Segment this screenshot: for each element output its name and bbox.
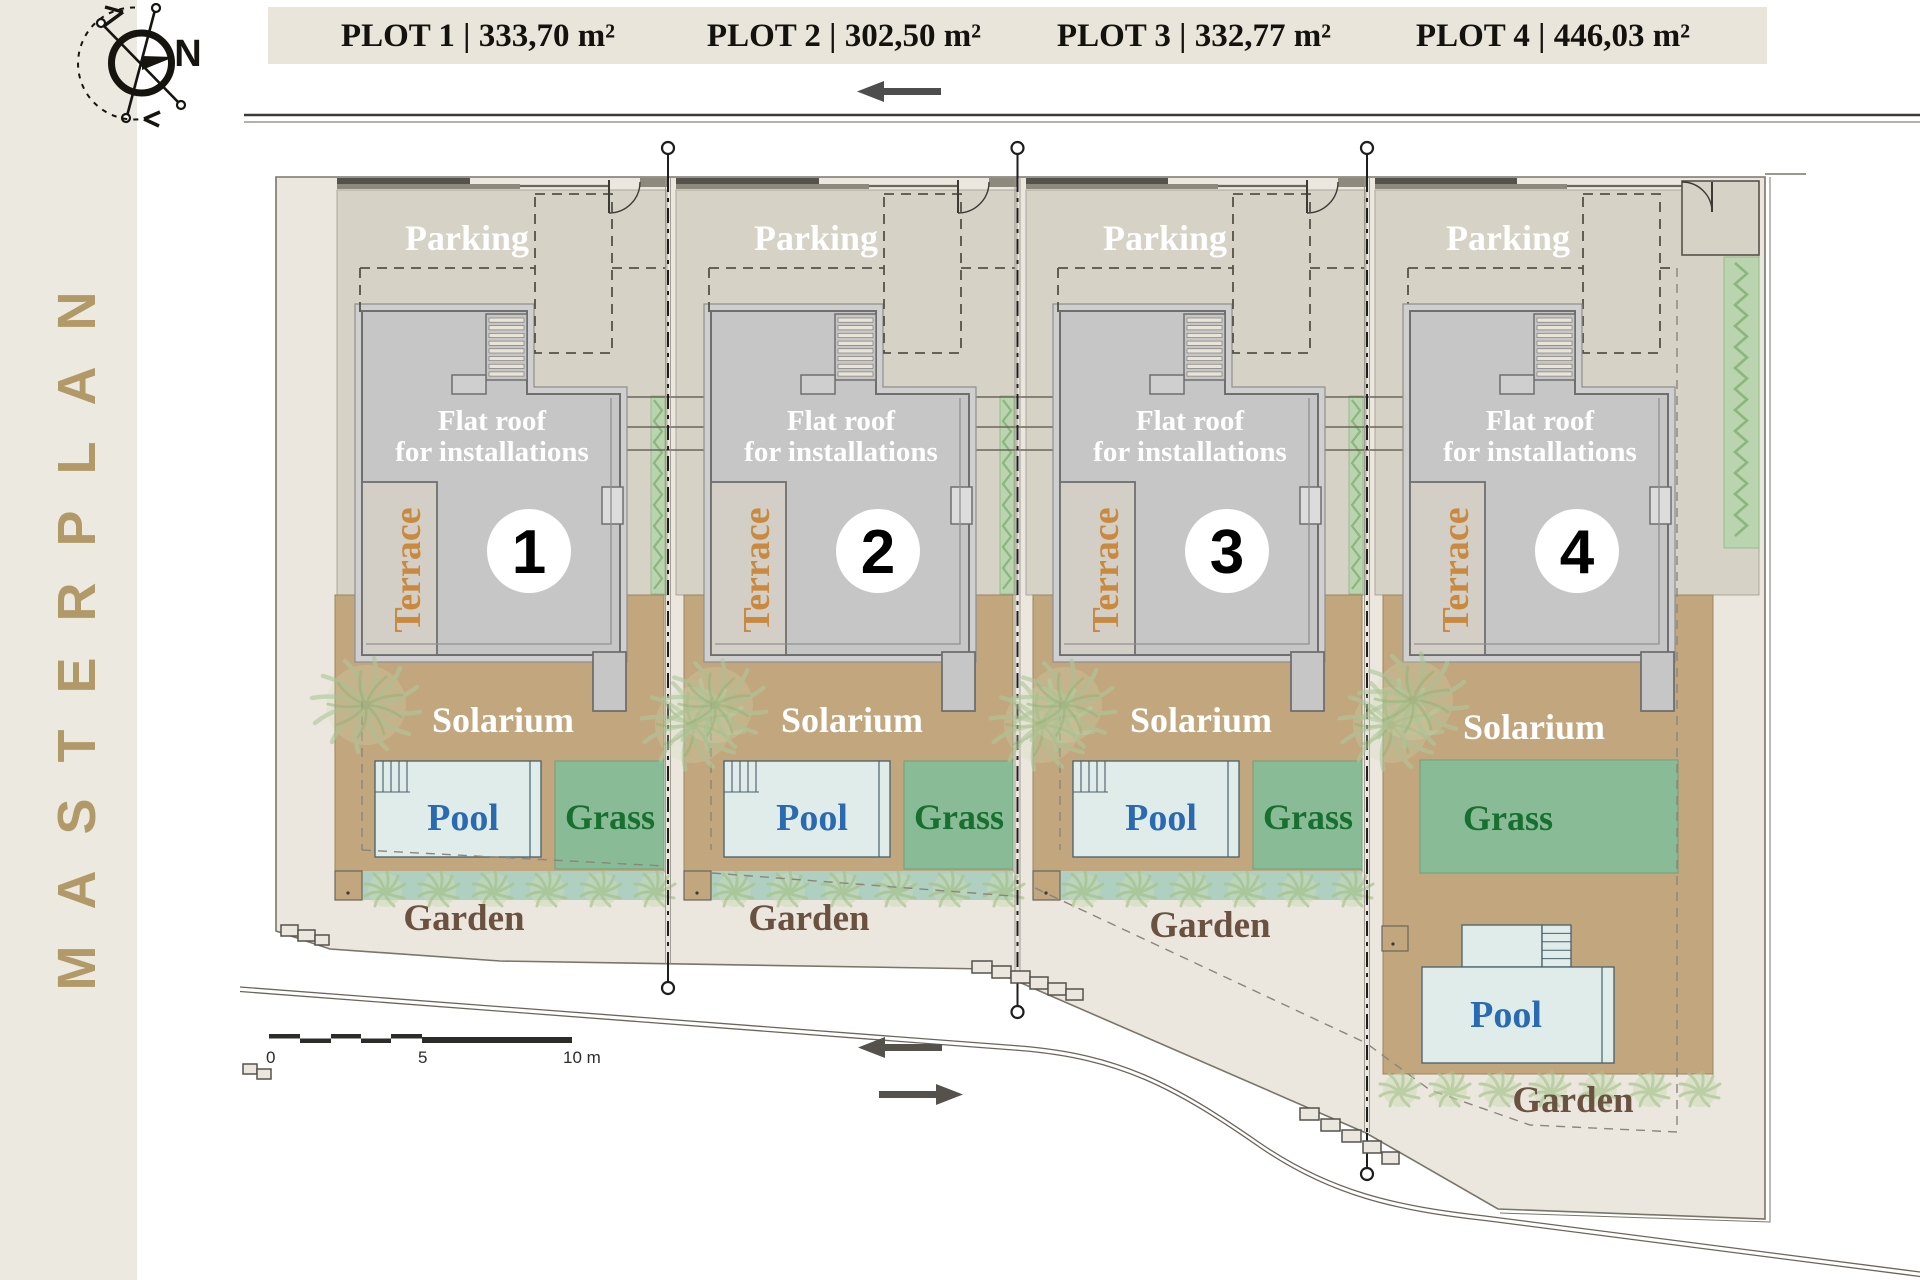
svg-text:1: 1 [512,518,546,587]
svg-text:Garden: Garden [748,898,870,939]
svg-text:MASTERPLAN: MASTERPLAN [47,256,107,991]
svg-text:Garden: Garden [403,898,525,939]
svg-text:2: 2 [861,518,895,587]
svg-text:PLOT 2 | 302,50 m²: PLOT 2 | 302,50 m² [707,18,981,54]
svg-text:Garden: Garden [1149,905,1271,946]
svg-text:PLOT 4 | 446,03 m²: PLOT 4 | 446,03 m² [1416,18,1690,54]
svg-text:Parking: Parking [1446,218,1570,258]
svg-text:PLOT 1 | 333,70 m²: PLOT 1 | 333,70 m² [341,18,615,54]
svg-text:5: 5 [418,1048,427,1067]
svg-text:Solarium: Solarium [1463,707,1605,747]
svg-text:Pool: Pool [1470,994,1542,1036]
svg-text:Grass: Grass [1463,798,1553,838]
svg-text:PLOT 3 | 332,77 m²: PLOT 3 | 332,77 m² [1057,18,1331,54]
svg-text:Garden: Garden [1512,1080,1634,1121]
svg-text:4: 4 [1560,518,1595,587]
svg-text:3: 3 [1210,518,1244,587]
svg-text:10 m: 10 m [563,1048,601,1067]
svg-text:N: N [174,33,201,75]
svg-text:0: 0 [266,1048,275,1067]
